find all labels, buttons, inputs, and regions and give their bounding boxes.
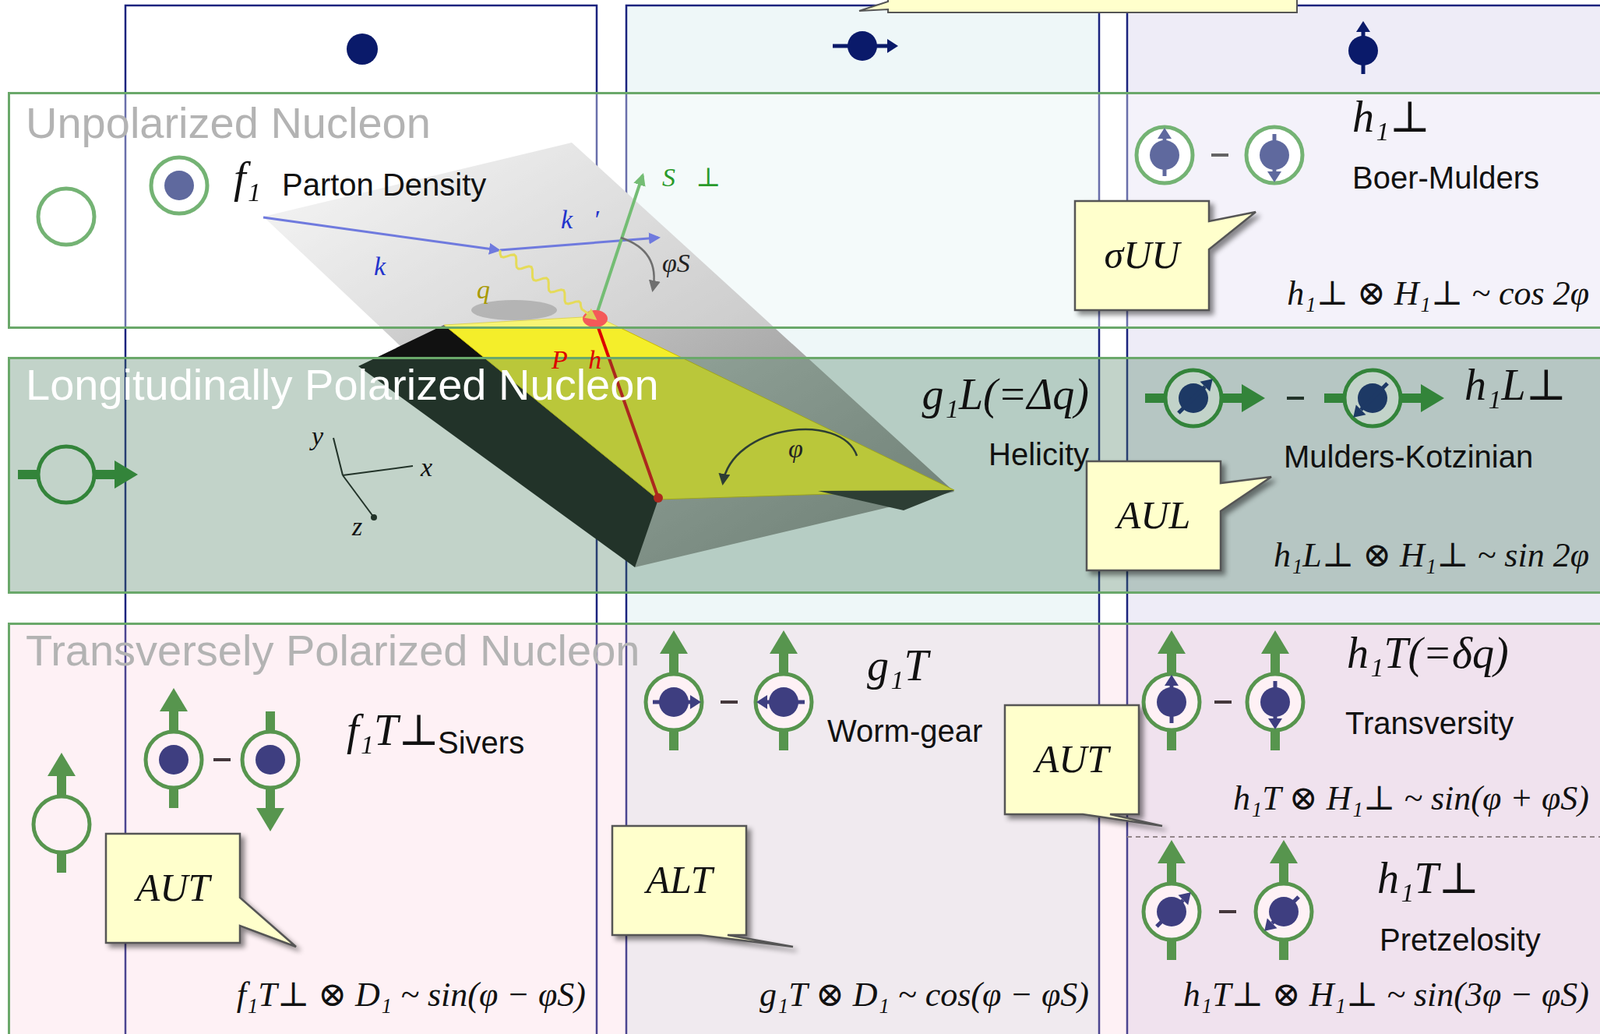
distribution-name: Sivers xyxy=(437,724,525,761)
vector-label: P⃗h xyxy=(551,344,602,375)
asymmetry-callout: AUT xyxy=(1004,704,1139,815)
callout-outline xyxy=(612,825,793,947)
vector-label: y xyxy=(311,420,324,452)
distribution-name: Transversity xyxy=(1345,704,1514,741)
cut-off-callout xyxy=(859,0,1297,13)
row-heading: Unpolarized Nucleon xyxy=(25,98,431,149)
asymmetry-label: AUL xyxy=(1117,493,1191,539)
vector-label: x xyxy=(420,451,433,483)
callout-outline xyxy=(1004,704,1163,826)
asymmetry-label: AUT xyxy=(136,865,210,911)
vector-label: k⃗′ xyxy=(560,204,600,235)
distribution-name: Boer-Mulders xyxy=(1352,159,1540,196)
nucleon-row-band: Unpolarized Nucleonf₁ Parton Density h₁⊥ Bo… xyxy=(7,91,1600,329)
distribution-name: Pretzelosity xyxy=(1379,921,1541,958)
vector-label: z xyxy=(352,511,363,542)
distribution-cell: h₁L⊥ Mulders-Kotzinian h₁L⊥ ⊗ H₁⊥ ~ sin 2φ… xyxy=(1127,356,1600,594)
vector-label: k⃗ xyxy=(373,250,407,282)
distribution-symbol: h₁⊥ xyxy=(1352,91,1431,142)
distribution-symbol: h₁T⊥ xyxy=(1377,852,1480,903)
asymmetry-callout: AUT xyxy=(105,833,240,943)
distribution-name: Helicity xyxy=(988,436,1089,473)
distribution-name: Mulders-Kotzinian xyxy=(1283,438,1534,475)
vector-label: φS xyxy=(662,247,691,279)
asymmetry-callout: ALT xyxy=(612,825,747,935)
quark-spin-arrow xyxy=(1361,31,1366,75)
distribution-symbol: h₁T(=δq) xyxy=(1346,627,1509,678)
convolution-formula: g₁T ⊗ D₁ ~ cos(φ − φS) xyxy=(759,975,1089,1015)
quark-spin-arrow xyxy=(832,44,888,49)
asymmetry-label: AUT xyxy=(1035,736,1109,783)
vector-label: φ xyxy=(788,433,804,464)
convolution-formula: h₁T⊥ ⊗ H₁⊥ ~ sin(3φ − φS) xyxy=(1183,975,1590,1015)
quark-spin-head xyxy=(1356,21,1371,32)
nucleon-row-band: Longitudinally Polarized Nucleong₁L(=Δq)… xyxy=(7,356,1600,594)
asymmetry-label: ALT xyxy=(645,857,712,903)
asymmetry-callout: AUL xyxy=(1086,461,1221,571)
asymmetry-label: σUU xyxy=(1104,232,1181,279)
quark-spin-head xyxy=(887,38,899,53)
distribution-cell: h₁T⊥ Pretzelosity h₁T⊥ ⊗ H₁⊥ ~ sin(3φ − φS… xyxy=(1127,836,1600,1034)
distribution-symbol: g₁T xyxy=(866,640,929,691)
row-heading: Transversely Polarized Nucleon xyxy=(25,625,640,676)
distribution-symbol: g₁L(=Δq) xyxy=(921,369,1089,420)
distribution-cell: h₁⊥Boer-Muldersh₁⊥ ⊗ H₁⊥ ~ cos 2φσUU xyxy=(1127,91,1600,329)
asymmetry-callout: σUU xyxy=(1074,200,1209,311)
convolution-formula: h₁T ⊗ H₁⊥ ~ sin(φ + φS) xyxy=(1233,778,1590,819)
nucleon-row-band: Transversely Polarized Nucleonf₁T⊥Sivers… xyxy=(7,622,1600,1034)
convolution-formula: h₁L⊥ ⊗ H₁⊥ ~ sin 2φ xyxy=(1273,535,1590,576)
distribution-cell: g₁L(=Δq) Helicity xyxy=(626,356,1100,594)
vector-label: S⃗⊥ xyxy=(662,162,721,193)
callout-outline xyxy=(1074,200,1256,311)
distribution-name: Parton Density xyxy=(281,166,487,203)
distribution-cell: f₁T⊥Sivers f₁T⊥ ⊗ D₁ ~ sin(φ − φS) AUT xyxy=(125,622,597,1034)
convolution-formula: f₁T⊥ ⊗ D₁ ~ sin(φ − φS) xyxy=(236,975,586,1015)
callout-outline xyxy=(1086,461,1272,571)
vector-label: q⃗ xyxy=(476,274,511,305)
distribution-symbol: f₁ xyxy=(233,152,261,203)
quark-dot xyxy=(346,33,378,65)
distribution-cell: g₁T Worm-gear g₁T ⊗ D₁ ~ cos(φ − φS) ALT xyxy=(626,622,1100,1034)
callout-outline xyxy=(105,833,297,947)
distribution-symbol: f₁T⊥ xyxy=(346,704,440,755)
distribution-symbol: h₁L⊥ xyxy=(1464,359,1567,410)
convolution-formula: h₁⊥ ⊗ H₁⊥ ~ cos 2φ xyxy=(1286,274,1590,314)
distribution-cell: h₁T(=δq) Transversity h₁T ⊗ H₁⊥ ~ sin(φ + … xyxy=(1127,622,1600,837)
distribution-name: Worm-gear xyxy=(827,712,983,749)
